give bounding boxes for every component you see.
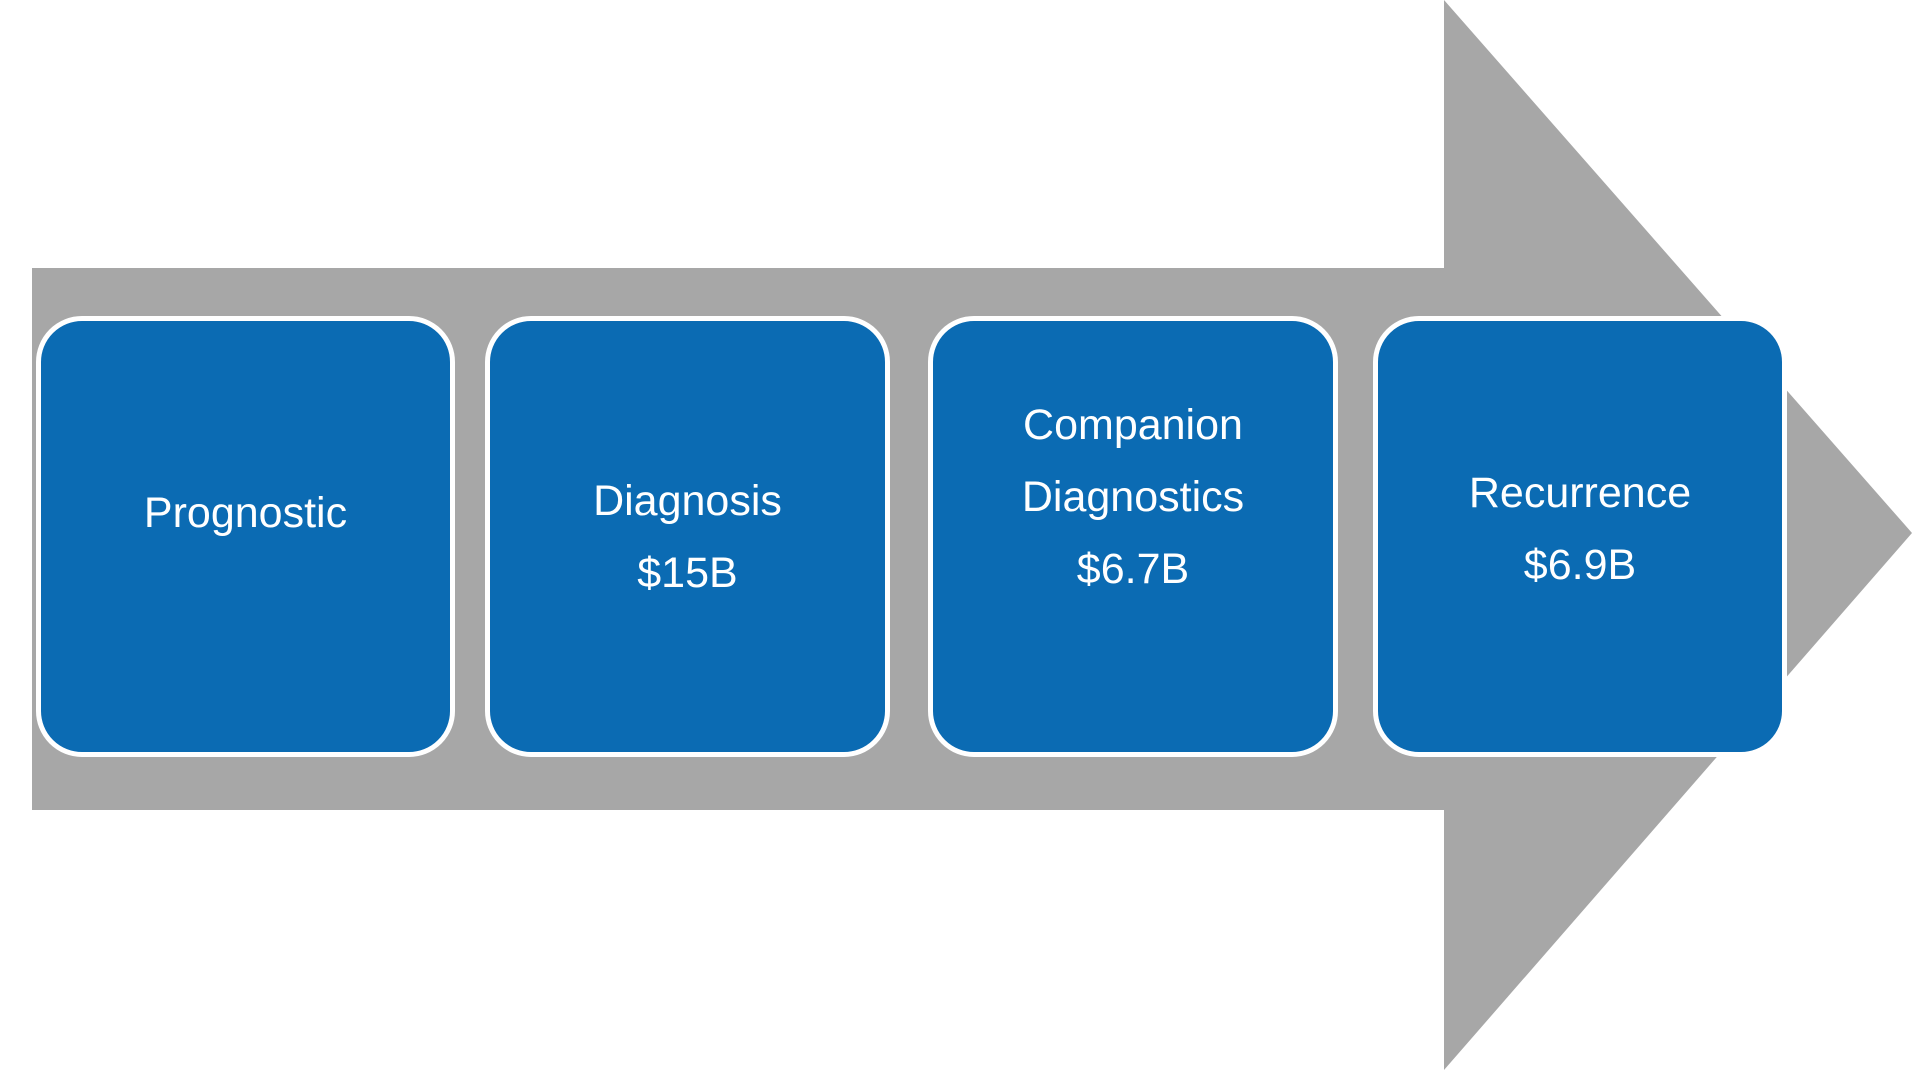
stage-value: $15B bbox=[637, 548, 738, 597]
stage-box-companion-diagnostics: Companion Diagnostics $6.7B bbox=[928, 316, 1338, 757]
stage-line: Companion bbox=[1023, 400, 1243, 449]
stage-box-text: Recurrence $6.9B bbox=[1469, 457, 1691, 601]
stage-line: Diagnostics bbox=[1021, 472, 1245, 521]
stage-box-text: Prognostic bbox=[144, 477, 347, 549]
stage-line: Recurrence bbox=[1468, 468, 1692, 517]
stage-box-text: Diagnosis $15B bbox=[593, 465, 782, 609]
stage-line: Diagnosis bbox=[593, 476, 782, 525]
stage-box-diagnosis: Diagnosis $15B bbox=[485, 316, 890, 757]
stage-box-recurrence: Recurrence $6.9B bbox=[1373, 316, 1787, 757]
stage-line: Prognostic bbox=[143, 488, 348, 537]
stage-box-text: Companion Diagnostics $6.7B bbox=[1022, 389, 1244, 605]
stage-box-prognostic: Prognostic bbox=[36, 316, 455, 757]
stage-value: $6.7B bbox=[1076, 544, 1190, 593]
stage-value: $6.9B bbox=[1523, 540, 1637, 589]
